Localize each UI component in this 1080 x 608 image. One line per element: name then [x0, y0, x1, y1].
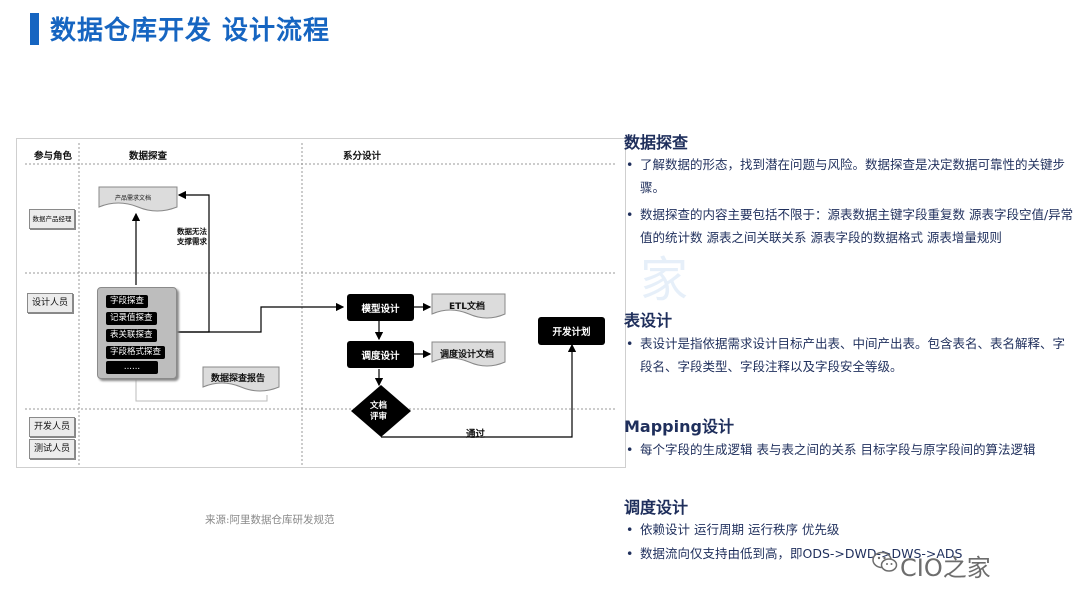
role-developer: 开发人员 — [29, 417, 75, 437]
watermark-text: CIO之家 — [900, 554, 991, 582]
etl-doc: ETL文档 — [449, 302, 486, 312]
bullet-mapping-1: • 每个字段的生成逻辑 表与表之间的关系 目标字段与原字段间的算法逻辑 — [624, 438, 1076, 461]
schedule-doc: 调度设计文档 — [440, 350, 495, 360]
process-diagram: 参与角色 数据探查 系分设计 数据产品经理 设计人员 开发人员 测试人员 产品需… — [16, 138, 626, 468]
explore-note-line1: 数据无法 — [177, 227, 207, 236]
model-design-box: 模型设计 — [347, 294, 414, 321]
column-header-roles: 参与角色 — [34, 151, 73, 162]
review-line2: 评审 — [370, 412, 388, 422]
product-doc: 产品需求文档 — [115, 195, 152, 202]
bullet-dot: • — [626, 546, 634, 561]
role-designer: 设计人员 — [27, 293, 73, 313]
role-product-manager: 数据产品经理 — [29, 209, 75, 229]
probe-table-join: 表关联探查 — [106, 329, 157, 342]
bullet-explore-2: • 数据探查的内容主要包括不限于：源表数据主键字段重复数 源表字段空值/异常值的… — [624, 203, 1076, 249]
bullet-explore-1: • 了解数据的形态，找到潜在问题与风险。数据探查是决定数据可靠性的关键步骤。 — [624, 153, 1076, 199]
section-title-mapping: Mapping设计 — [624, 417, 734, 436]
bullet-dot: • — [626, 157, 634, 172]
probe-more: ...... — [106, 361, 158, 374]
bullet-dot: • — [626, 522, 634, 537]
column-header-explore: 数据探查 — [129, 151, 168, 162]
explore-note-line2: 支撑需求 — [177, 237, 207, 246]
column-header-design: 系分设计 — [343, 151, 382, 162]
source-caption: 来源:阿里数据仓库研发规范 — [205, 514, 335, 526]
probe-field-format: 字段格式探查 — [106, 346, 166, 359]
diagram-lines — [25, 143, 617, 465]
bullet-dot: • — [626, 442, 634, 457]
review-line1: 文档 — [370, 401, 388, 411]
pass-label: 通过 — [466, 429, 486, 440]
role-tester: 测试人员 — [29, 439, 75, 459]
page-title: 数据仓库开发 设计流程 — [50, 16, 331, 46]
report-doc: 数据探查报告 — [211, 374, 266, 384]
bullet-schedule-2: • 数据流向仅支持由低到高，即ODS->DWD->DWS->ADS — [624, 542, 1076, 565]
section-title-schedule: 调度设计 — [624, 498, 689, 517]
schedule-design-box: 调度设计 — [347, 341, 414, 368]
probe-field: 字段探查 — [106, 295, 149, 308]
section-title-data-explore: 数据探查 — [624, 133, 689, 152]
bullet-schedule-1: • 依赖设计 运行周期 运行秩序 优先级 — [624, 518, 1076, 541]
bullet-dot: • — [626, 207, 634, 222]
section-title-table-design: 表设计 — [624, 311, 673, 330]
probe-record-value: 记录值探查 — [106, 312, 157, 325]
title-accent-bar — [30, 13, 39, 45]
ghost-watermark: 家 — [640, 252, 689, 308]
bullet-dot: • — [626, 336, 634, 351]
bullet-table-1: • 表设计是指依据需求设计目标产出表、中间产出表。包含表名、表名解释、字段名、字… — [624, 332, 1076, 378]
dev-plan-box: 开发计划 — [538, 317, 605, 345]
wechat-icon — [872, 551, 898, 572]
probe-panel: 字段探查 记录值探查 表关联探查 字段格式探查 ...... — [97, 287, 177, 379]
